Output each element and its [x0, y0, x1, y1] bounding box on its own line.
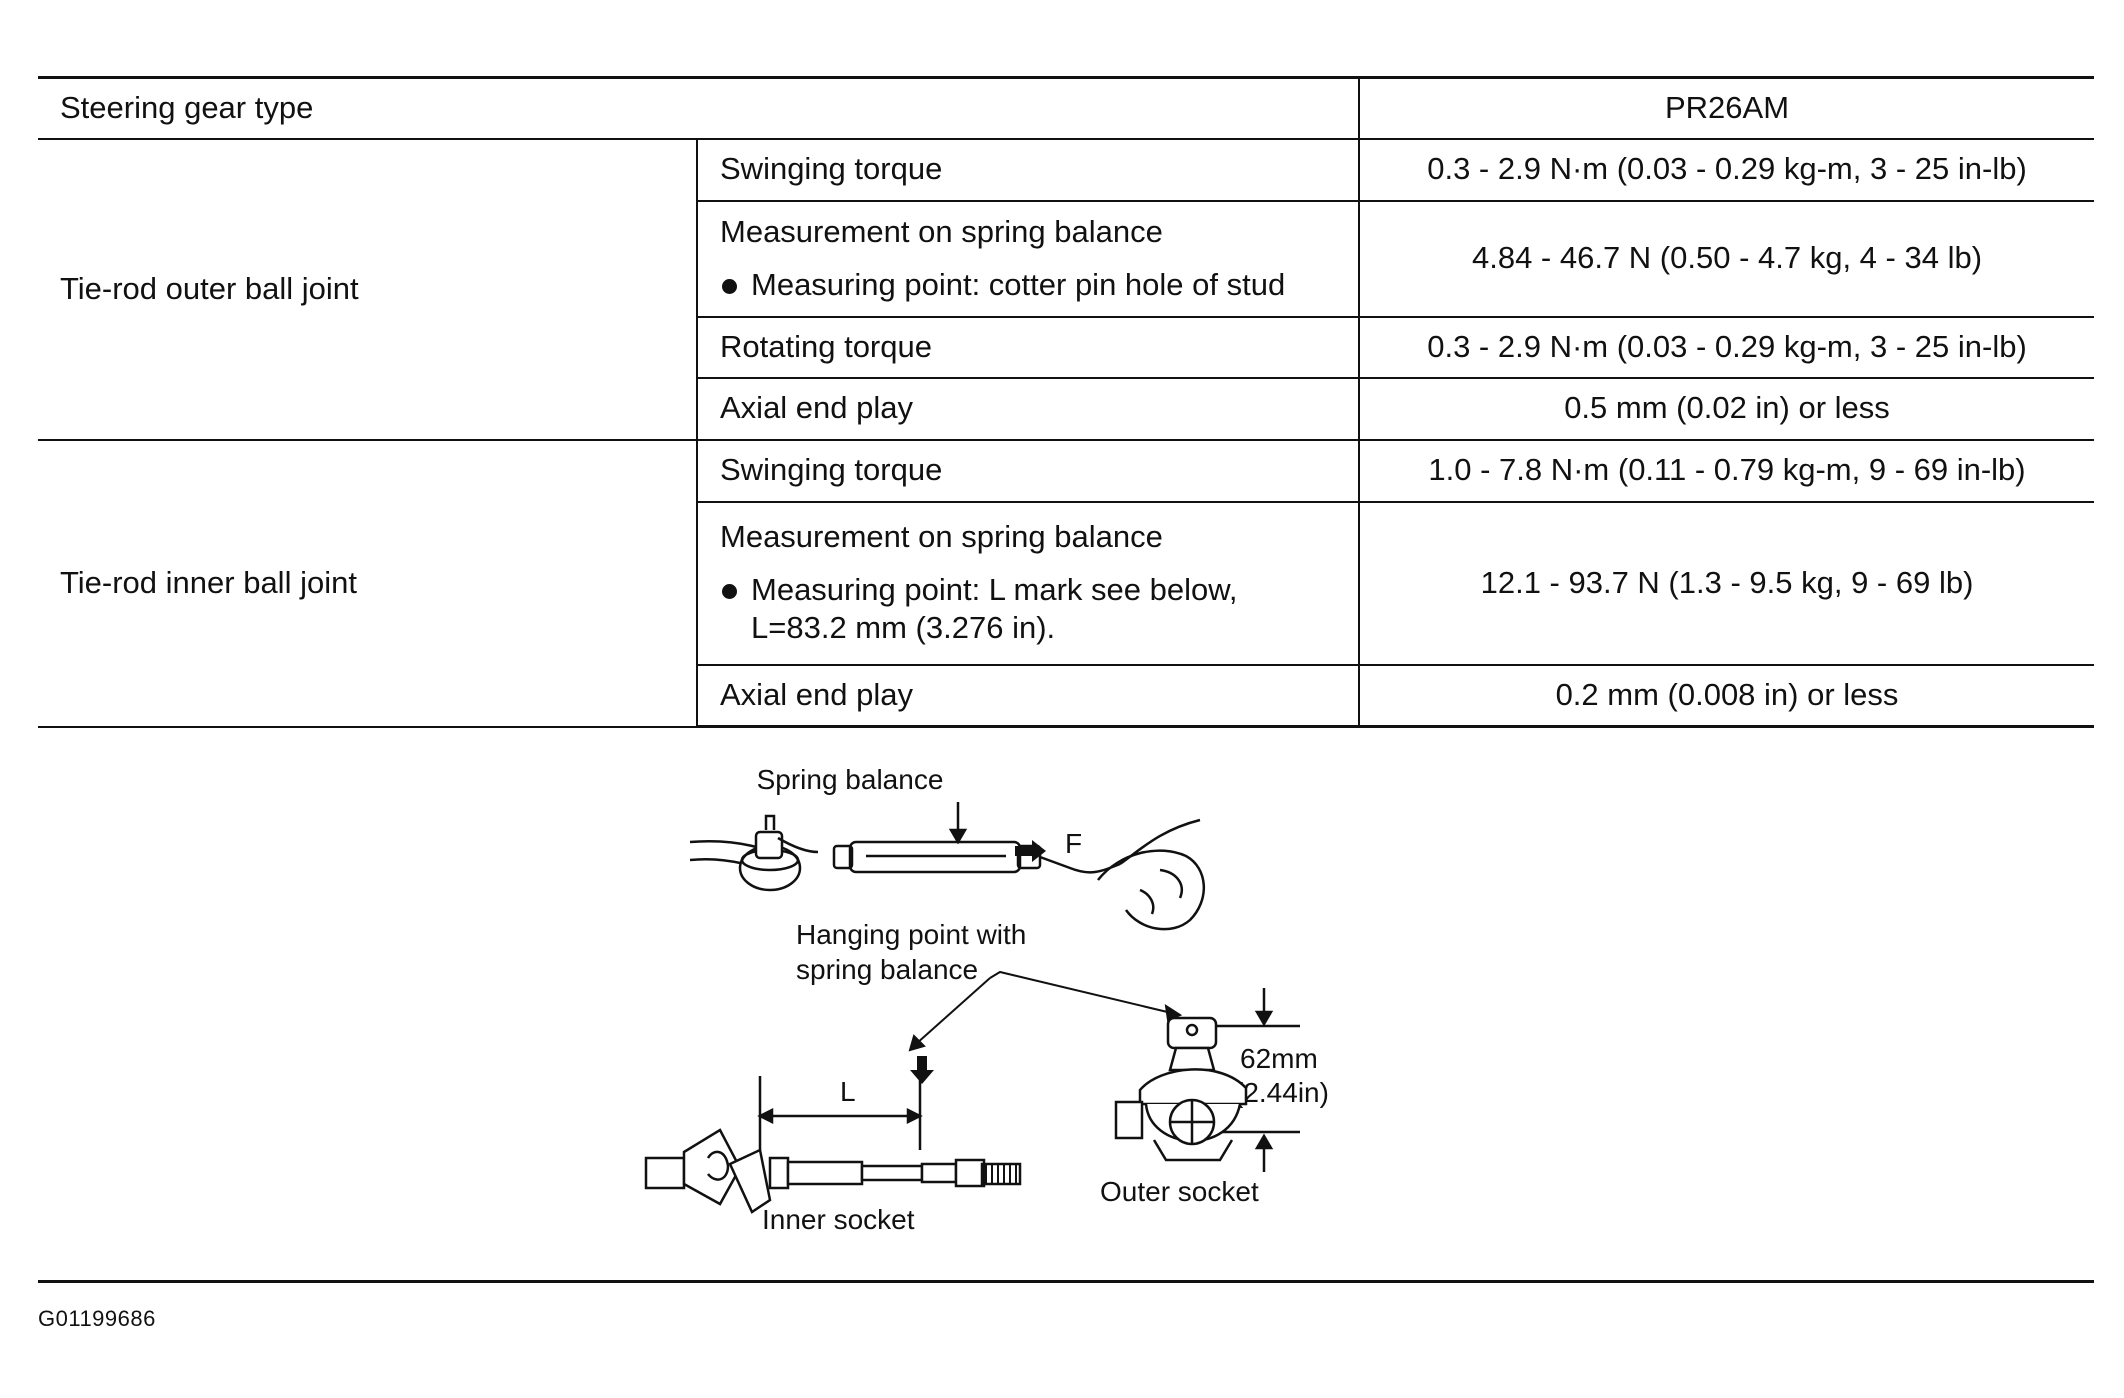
- dimension-label-line: 62mm: [1240, 1043, 1318, 1074]
- figure-id: G01199686: [38, 1306, 156, 1331]
- inner-ball-joint-label: Tie-rod inner ball joint: [38, 438, 697, 728]
- row-value: 12.1 - 93.7 N (1.3 - 9.5 kg, 9 - 69 lb): [1358, 500, 2094, 666]
- header-row: Steering gear type PR26AM: [38, 76, 2094, 140]
- row-item-title: Measurement on spring balance: [720, 518, 1163, 554]
- bullet-icon: [722, 583, 737, 599]
- row-item: Measurement on spring balance Measuring …: [696, 199, 1359, 318]
- hanging-point-label-line: spring balance: [796, 954, 978, 985]
- header-value: PR26AM: [1358, 76, 2094, 140]
- row-value: 0.5 mm (0.02 in) or less: [1358, 376, 2094, 441]
- table-row: Measurement on spring balance Measuring …: [38, 500, 2094, 666]
- row-item: Axial end play: [696, 376, 1359, 441]
- bullet-text-line: Measuring point: L mark see below,: [751, 571, 1238, 607]
- bullet-text: Measuring point: cotter pin hole of stud: [751, 266, 1286, 302]
- outer-ball-joint-label: Tie-rod outer ball joint: [38, 137, 697, 441]
- bullet-text: Measuring point: L mark see below, L=83.…: [751, 571, 1238, 649]
- row-value: 4.84 - 46.7 N (0.50 - 4.7 kg, 4 - 34 lb): [1358, 199, 2094, 318]
- table-row: Tie-rod outer ball joint Swinging torque…: [38, 137, 2094, 441]
- spring-balance-diagram: Spring balance F Hanging point with spri…: [644, 764, 1329, 1235]
- bullet-note: Measuring point: cotter pin hole of stud: [720, 266, 1336, 305]
- row-item: Measurement on spring balance Measuring …: [696, 500, 1359, 666]
- table-row: Rotating torque 0.3 - 2.9 N·m (0.03 - 0.…: [38, 315, 2094, 379]
- bullet-note: Measuring point: L mark see below, L=83.…: [720, 571, 1336, 649]
- bullet-text-line: L=83.2 mm (3.276 in).: [751, 610, 1056, 646]
- specification-table: Steering gear type PR26AM Tie-rod outer …: [38, 76, 2094, 728]
- dimension-label-line: (2.44in): [1234, 1077, 1329, 1108]
- downward-arrow-icon: [910, 1056, 934, 1084]
- row-item: Swinging torque: [696, 438, 1359, 503]
- row-value: 1.0 - 7.8 N·m (0.11 - 0.79 kg-m, 9 - 69 …: [1358, 438, 2094, 503]
- table-row: Measurement on spring balance Measuring …: [38, 199, 2094, 318]
- row-item: Swinging torque: [696, 137, 1359, 202]
- row-value: 0.3 - 2.9 N·m (0.03 - 0.29 kg-m, 3 - 25 …: [1358, 137, 2094, 202]
- force-label: F: [1065, 828, 1082, 859]
- outer-socket-label: Outer socket: [1100, 1176, 1259, 1207]
- row-item: Axial end play: [696, 663, 1359, 728]
- header-label: Steering gear type: [38, 76, 1359, 140]
- row-item: Rotating torque: [696, 315, 1359, 379]
- row-value: 0.3 - 2.9 N·m (0.03 - 0.29 kg-m, 3 - 25 …: [1358, 315, 2094, 379]
- table-row: Axial end play 0.5 mm (0.02 in) or less: [38, 376, 2094, 441]
- outer-socket-illustration: [1114, 988, 1300, 1172]
- inner-socket-label: Inner socket: [762, 1204, 915, 1235]
- row-value: 0.2 mm (0.008 in) or less: [1358, 663, 2094, 728]
- force-arrow-icon: [1015, 840, 1046, 862]
- spring-balance-illustration: [689, 802, 1205, 931]
- bottom-rule: [38, 1280, 2094, 1283]
- length-mark-label: L: [840, 1076, 856, 1107]
- row-item-title: Measurement on spring balance: [720, 213, 1163, 249]
- hanging-point-label-line: Hanging point with: [796, 919, 1026, 950]
- table-row: Axial end play 0.2 mm (0.008 in) or less: [38, 663, 2094, 728]
- inner-socket-illustration: [644, 1076, 1022, 1214]
- table-row: Tie-rod inner ball joint Swinging torque…: [38, 438, 2094, 728]
- spring-balance-label: Spring balance: [757, 764, 944, 795]
- bullet-icon: [722, 278, 737, 294]
